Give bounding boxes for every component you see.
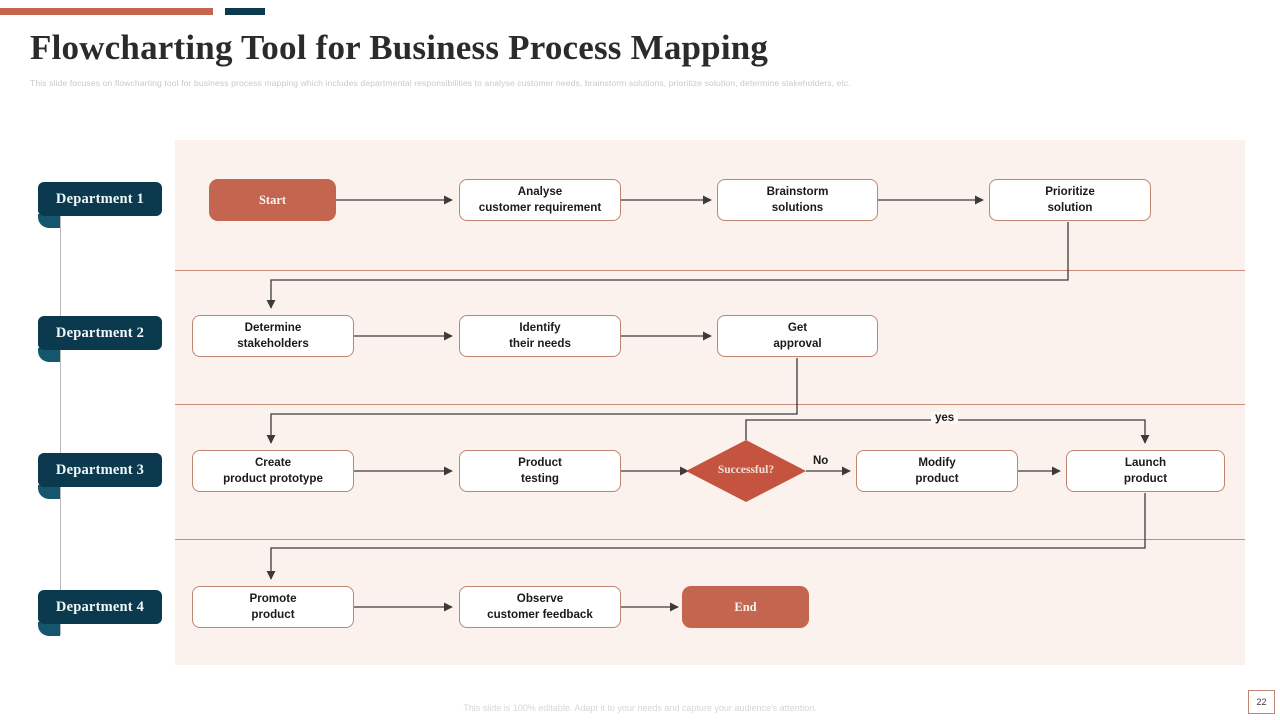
department-badge-3[interactable]: Department 3 <box>38 453 162 487</box>
node-observe-customer-feedback[interactable]: Observe customer feedback <box>459 586 621 628</box>
node-successful-label: Successful? <box>717 464 775 477</box>
page-number-value: 22 <box>1256 697 1267 707</box>
node-analyse-label: Analyse customer requirement <box>478 185 602 214</box>
edge-approval-to-prototype <box>266 358 798 444</box>
department-badge-2[interactable]: Department 2 <box>38 316 162 350</box>
node-analyse-customer-requirement[interactable]: Analyse customer requirement <box>459 179 621 221</box>
edge-prioritize-to-determine <box>266 222 1069 309</box>
node-determine-label: Determine stakeholders <box>237 321 309 350</box>
node-approval-label: Get approval <box>773 321 822 350</box>
department-badge-fold-4 <box>38 622 60 636</box>
department-badge-label-3: Department 3 <box>55 461 145 478</box>
department-badge-1[interactable]: Department 1 <box>38 182 162 216</box>
node-prioritize-solution[interactable]: Prioritize solution <box>989 179 1151 221</box>
node-start[interactable]: Start <box>209 179 336 221</box>
node-product-testing[interactable]: Product testing <box>459 450 621 492</box>
node-prioritize-label: Prioritize solution <box>1045 185 1095 214</box>
node-brainstorm-solutions[interactable]: Brainstorm solutions <box>717 179 878 221</box>
node-start-label: Start <box>258 192 287 207</box>
row-divider-2 <box>175 404 1245 405</box>
node-identify-label: Identify their needs <box>509 321 571 350</box>
footer-note: This slide is 100% editable. Adapt it to… <box>463 703 817 713</box>
page-subtitle: This slide focuses on flowcharting tool … <box>30 78 851 88</box>
row-divider-3 <box>175 539 1245 540</box>
department-badge-label-4: Department 4 <box>55 598 145 615</box>
edge-label-yes: yes <box>931 412 959 424</box>
department-badge-fold-2 <box>38 348 60 362</box>
node-create-product-prototype[interactable]: Create product prototype <box>192 450 354 492</box>
department-badge-fold-3 <box>38 485 60 499</box>
node-modify-label: Modify product <box>915 456 959 485</box>
page-number: 22 <box>1248 690 1275 714</box>
accent-bar-secondary <box>225 8 265 15</box>
edge-label-no: No <box>809 455 833 467</box>
node-successful-decision[interactable]: Successful? <box>686 440 806 502</box>
node-launch-product[interactable]: Launch product <box>1066 450 1225 492</box>
edge-launch-to-promote <box>266 493 1146 580</box>
department-rail <box>60 185 61 635</box>
node-promote-product[interactable]: Promote product <box>192 586 354 628</box>
row-divider-1 <box>175 270 1245 271</box>
department-badge-4[interactable]: Department 4 <box>38 590 162 624</box>
node-testing-label: Product testing <box>518 456 562 485</box>
node-identify-their-needs[interactable]: Identify their needs <box>459 315 621 357</box>
node-prototype-label: Create product prototype <box>223 456 323 485</box>
node-end-label: End <box>734 599 757 614</box>
department-badge-fold-1 <box>38 214 60 228</box>
node-end[interactable]: End <box>682 586 809 628</box>
node-get-approval[interactable]: Get approval <box>717 315 878 357</box>
node-brainstorm-label: Brainstorm solutions <box>766 185 829 214</box>
node-promote-label: Promote product <box>249 592 297 621</box>
node-launch-label: Launch product <box>1123 456 1168 485</box>
node-observe-label: Observe customer feedback <box>487 592 593 621</box>
page-title: Flowcharting Tool for Business Process M… <box>30 28 769 67</box>
department-badge-label-1: Department 1 <box>55 190 145 207</box>
node-determine-stakeholders[interactable]: Determine stakeholders <box>192 315 354 357</box>
accent-bar-primary <box>0 8 213 15</box>
node-modify-product[interactable]: Modify product <box>856 450 1018 492</box>
diagram-panel <box>175 140 1245 665</box>
department-badge-label-2: Department 2 <box>55 324 145 341</box>
